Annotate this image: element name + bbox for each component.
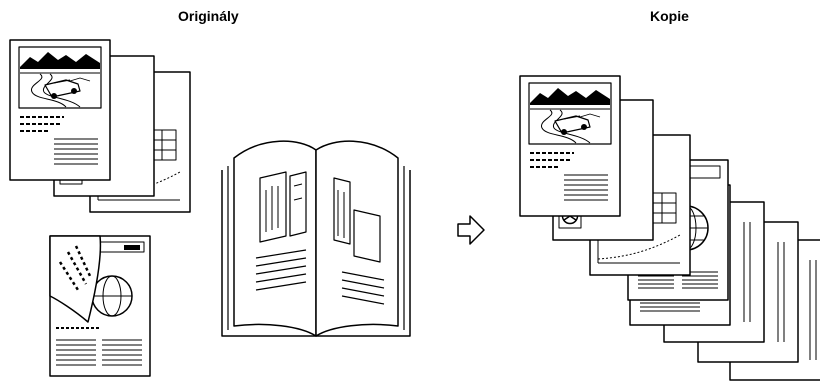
- copy-page-photo: [520, 76, 620, 216]
- original-double-sided-sheet: [50, 236, 150, 376]
- original-page-photo: [10, 40, 110, 180]
- open-book-icon: [222, 141, 410, 336]
- copies-stack: [520, 76, 820, 380]
- outline-right-arrow-icon: [458, 216, 484, 244]
